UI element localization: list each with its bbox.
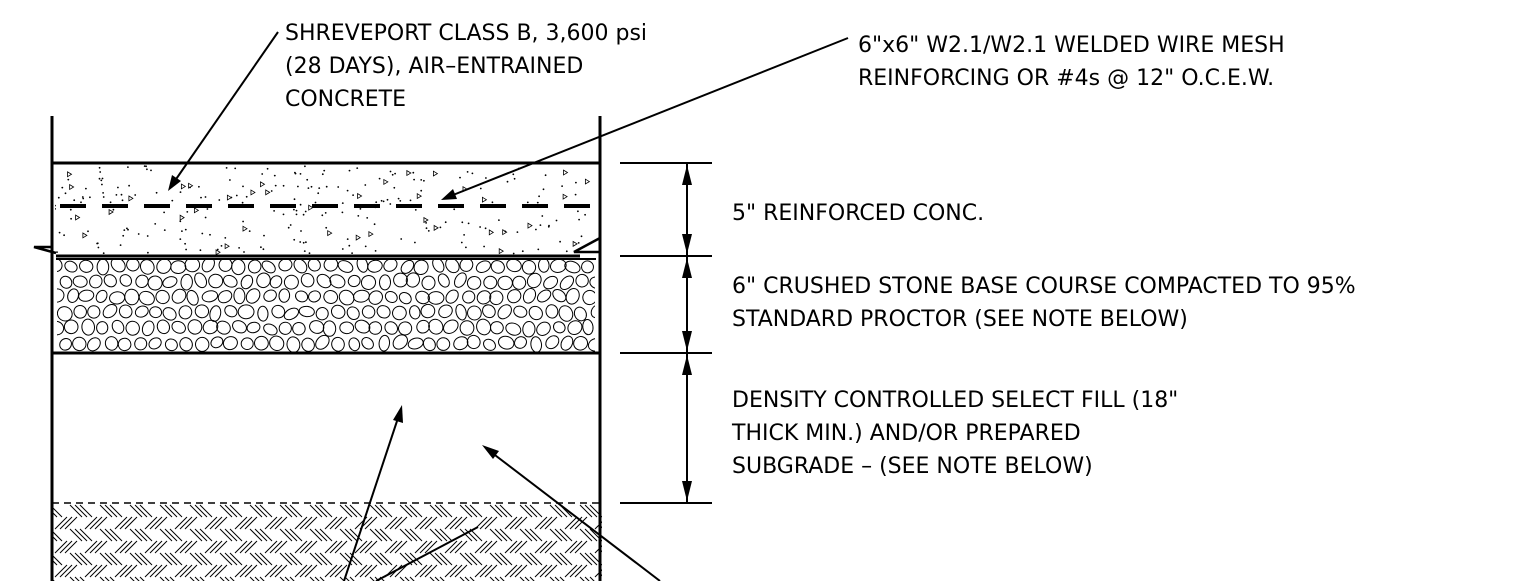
reinforcing-spec-line-2: REINFORCING OR #4s @ 12" O.C.E.W.	[858, 66, 1274, 91]
leader-lines	[168, 31, 849, 581]
concrete-spec-label: SHREVEPORT CLASS B, 3,600 psi (28 DAYS),…	[285, 21, 647, 112]
layer-base-line-2: STANDARD PROCTOR (SEE NOTE BELOW)	[732, 307, 1188, 332]
layer-fill-line-3: SUBGRADE – (SEE NOTE BELOW)	[732, 454, 1093, 479]
concrete-spec-line-1: SHREVEPORT CLASS B, 3,600 psi	[285, 21, 647, 46]
crushed-stone-layer	[52, 260, 600, 355]
concrete-slab	[52, 161, 600, 255]
layer-concrete-label: 5" REINFORCED CONC.	[732, 201, 984, 226]
layer-fill-line-2: THICK MIN.) AND/OR PREPARED	[731, 421, 1081, 446]
concrete-spec-line-2: (28 DAYS), AIR–ENTRAINED	[285, 54, 583, 79]
reinforcing-spec-label: 6"x6" W2.1/W2.1 WELDED WIRE MESH REINFOR…	[858, 33, 1285, 91]
reinforcing-spec-line-1: 6"x6" W2.1/W2.1 WELDED WIRE MESH	[858, 33, 1285, 58]
subgrade-soil	[52, 502, 602, 581]
layer-base-line-1: 6" CRUSHED STONE BASE COURSE COMPACTED T…	[732, 274, 1356, 299]
layer-fill-line-1: DENSITY CONTROLLED SELECT FILL (18"	[732, 388, 1178, 413]
concrete-spec-line-3: CONCRETE	[285, 87, 406, 112]
dimension-lines	[620, 162, 712, 504]
layer-fill-label: DENSITY CONTROLLED SELECT FILL (18" THIC…	[731, 388, 1178, 479]
break-lines	[33, 236, 601, 260]
layer-base-label: 6" CRUSHED STONE BASE COURSE COMPACTED T…	[732, 274, 1356, 332]
